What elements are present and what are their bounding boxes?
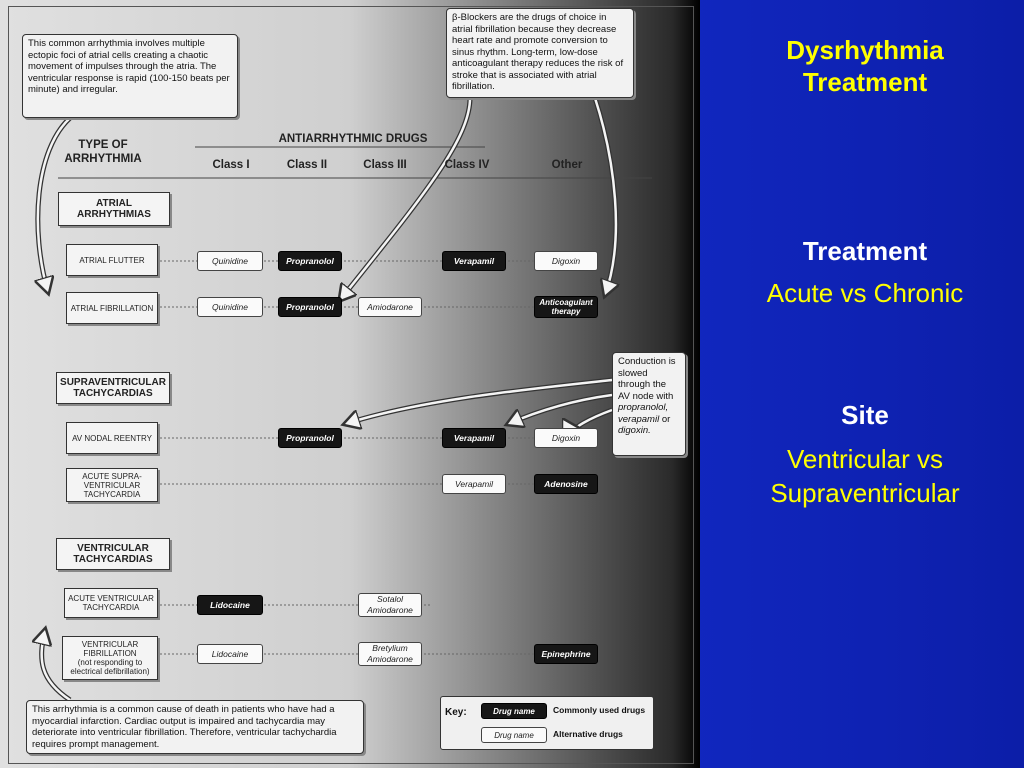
callout-av-or: or	[661, 413, 671, 425]
key-alternative-sample: Drug name	[481, 727, 547, 743]
row-atrial-flutter: ATRIAL FLUTTER	[66, 244, 158, 276]
drug-digoxin: Digoxin	[534, 428, 598, 448]
section-site-text: Ventricular vs Supraventricular	[720, 442, 1010, 510]
drug-bretylium-amiodarone: Bretylium Amiodarone	[358, 642, 422, 666]
slide-title-line-1: Dysrhythmia	[786, 35, 944, 65]
drug-propranolol: Propranolol	[278, 297, 342, 317]
drug-lidocaine: Lidocaine	[197, 595, 263, 615]
callout-arrows	[38, 97, 616, 702]
row-av-nodal-reentry: AV NODAL REENTRY	[66, 422, 158, 454]
column-class-4: Class IV	[444, 159, 490, 171]
callout-av-drug-3: digoxin.	[618, 425, 651, 436]
callout-atrial-fibrillation-description: This common arrhythmia involves multiple…	[22, 34, 238, 118]
key-label: Key:	[445, 707, 467, 718]
drug-amiodarone: Amiodarone	[367, 605, 413, 615]
drug-verapamil: Verapamil	[442, 251, 506, 271]
drug-lidocaine: Lidocaine	[197, 644, 263, 664]
column-other: Other	[551, 159, 583, 171]
drug-amiodarone: Amiodarone	[367, 654, 413, 664]
callout-av-drug-2: verapamil	[618, 413, 660, 425]
slide-title-line-2: Treatment	[802, 67, 928, 97]
scanned-figure: This common arrhythmia involves multiple…	[0, 0, 700, 768]
drug-sotalol: Sotalol	[377, 594, 403, 604]
category-supraventricular-tachycardias: SUPRAVENTRICULAR TACHYCARDIAS	[56, 372, 170, 404]
column-class-2: Class II	[286, 159, 328, 171]
drug-quinidine: Quinidine	[197, 297, 263, 317]
section-treatment-text: Acute vs Chronic	[766, 278, 964, 308]
row-acute-supraventricular-tachycardia: ACUTE SUPRA-VENTRICULAR TACHYCARDIA	[66, 468, 158, 502]
column-class-3: Class III	[363, 159, 407, 171]
section-site-text-line-2: Supraventricular	[770, 478, 960, 508]
callout-beta-blockers: β-Blockers are the drugs of choice in at…	[446, 8, 634, 98]
drug-sotalol-amiodarone: Sotalol Amiodarone	[358, 593, 422, 617]
row-vfib-note: (not responding to electrical defibrilla…	[70, 658, 150, 676]
drug-propranolol: Propranolol	[278, 428, 342, 448]
key-common-sample: Drug name	[481, 703, 547, 719]
drug-verapamil: Verapamil	[442, 428, 506, 448]
row-atrial-fibrillation: ATRIAL FIBRILLATION	[66, 292, 158, 324]
row-vfib-label: VENTRICULAR FIBRILLATION	[81, 640, 139, 658]
section-site-heading: Site	[841, 400, 889, 430]
key-common-label: Commonly used drugs	[553, 705, 646, 715]
row-ventricular-fibrillation: VENTRICULAR FIBRILLATION (not responding…	[62, 636, 158, 680]
drug-quinidine: Quinidine	[197, 251, 263, 271]
section-treatment-heading: Treatment	[802, 236, 928, 266]
category-ventricular-tachycardias: VENTRICULAR TACHYCARDIAS	[56, 538, 170, 570]
callout-ventricular-tachycardia: This arrhythmia is a common cause of dea…	[26, 700, 364, 754]
drug-epinephrine: Epinephrine	[534, 644, 598, 664]
section-site-text-line-1: Ventricular vs	[786, 444, 944, 474]
drug-amiodarone: Amiodarone	[358, 297, 422, 317]
key-alternative-label: Alternative drugs	[553, 729, 623, 739]
callout-av-conduction-text: Conduction is slowed through the AV node…	[618, 356, 676, 402]
drug-anticoagulant-therapy: Anticoagulant therapy	[534, 296, 598, 318]
type-of-arrhythmia-header: TYPE OF ARRHYTHMIA	[64, 139, 142, 165]
antiarrhythmic-drugs-header: ANTIARRHYTHMIC DRUGS	[278, 133, 428, 145]
drug-propranolol: Propranolol	[278, 251, 342, 271]
category-atrial-arrhythmias: ATRIAL ARRHYTHMIAS	[58, 192, 170, 226]
drug-adenosine: Adenosine	[534, 474, 598, 494]
drug-verapamil: Verapamil	[442, 474, 506, 494]
key-legend: Key: Drug name Commonly used drugs Drug …	[440, 696, 654, 750]
callout-av-drug-1: propranolol,	[618, 402, 669, 413]
callout-av-conduction: Conduction is slowed through the AV node…	[612, 352, 686, 456]
drug-digoxin: Digoxin	[534, 251, 598, 271]
drug-bretylium: Bretylium	[372, 643, 408, 653]
column-class-1: Class I	[212, 159, 250, 171]
slide-title: Dysrhythmia Treatment	[720, 34, 1010, 98]
figure-border	[8, 6, 694, 764]
row-acute-ventricular-tachycardia: ACUTE VENTRICULAR TACHYCARDIA	[64, 588, 158, 618]
